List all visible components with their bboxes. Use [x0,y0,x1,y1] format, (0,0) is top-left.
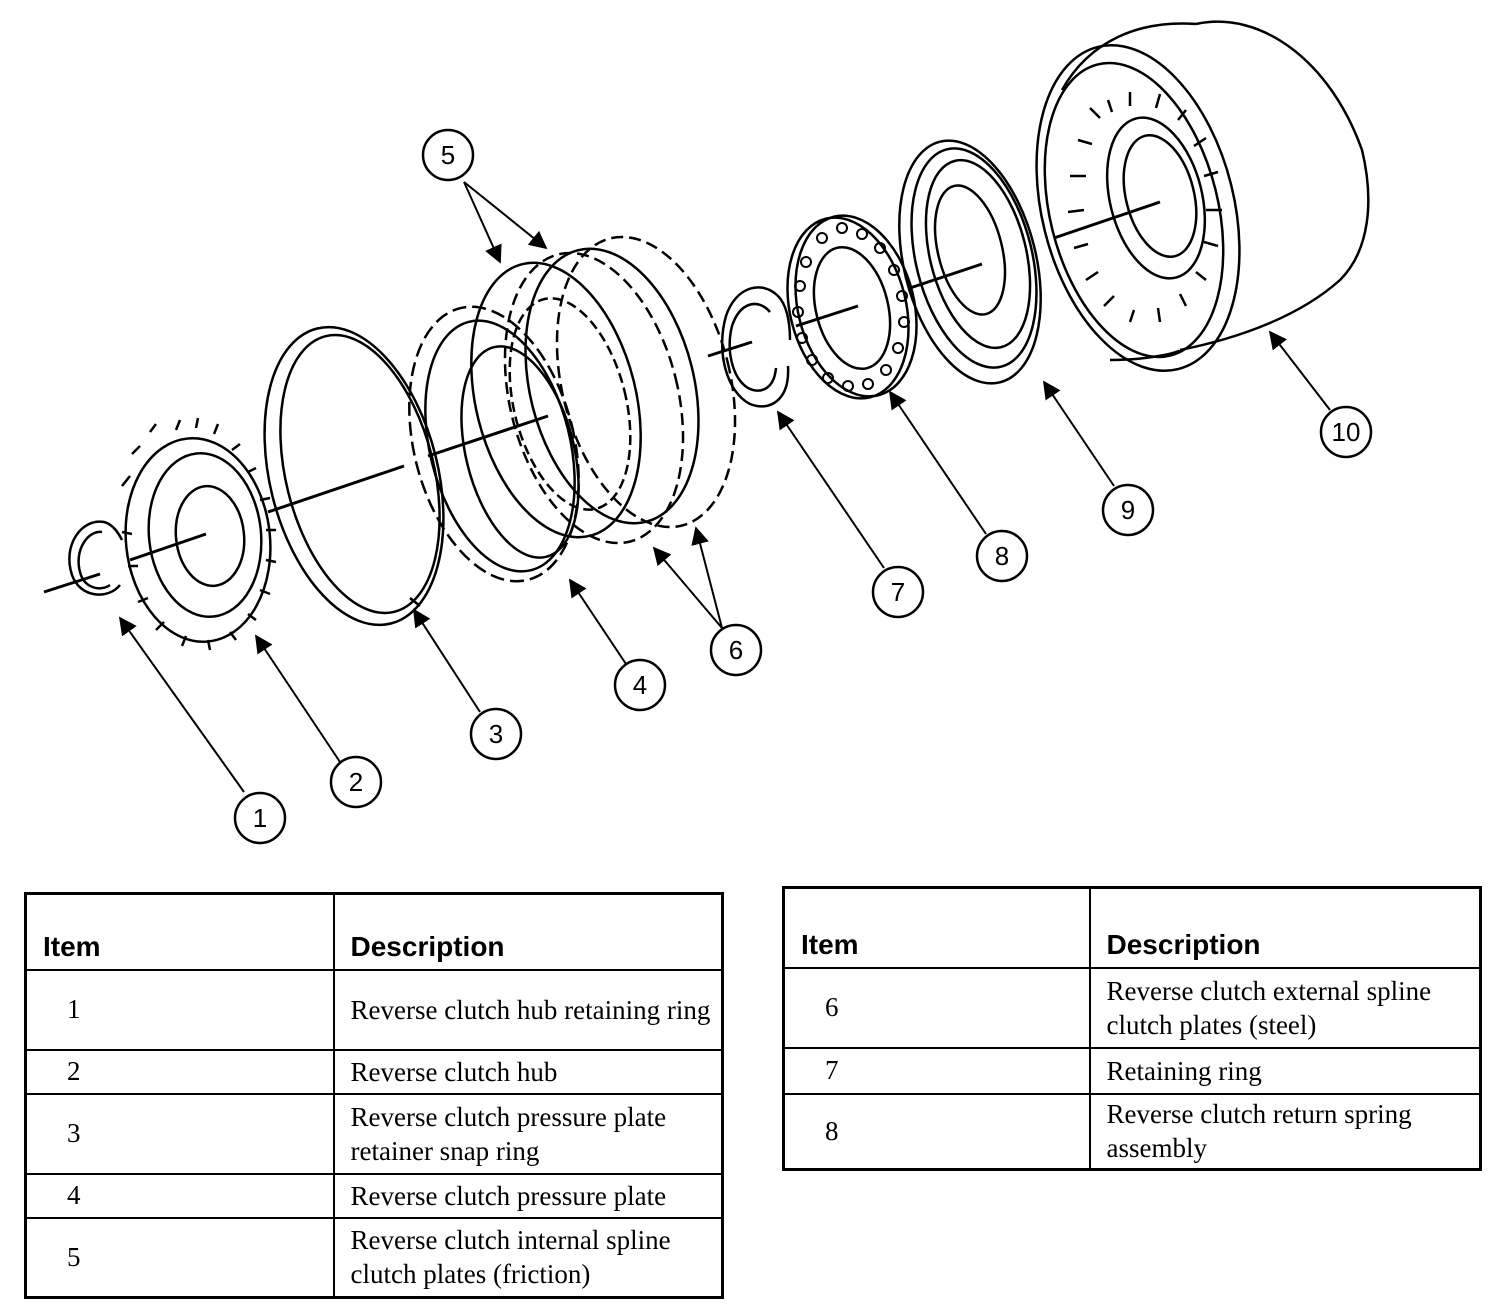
column-header-description: Description [332,892,724,971]
column-header-description: Description [1088,886,1482,969]
table-header-row: Item Description [24,892,724,971]
table-row: 3 Reverse clutch pressure plate retainer… [24,1092,724,1175]
part-snap-ring [263,325,445,627]
parts-legend-table-right: Item Description 6 Reverse clutch extern… [782,886,1482,1171]
item-description: Reverse clutch external spline clutch pl… [1088,966,1482,1049]
item-number: 1 [24,968,335,1051]
callout-label-5: 5 [441,140,455,170]
column-header-item: Item [782,886,1091,969]
callout-label-8: 8 [995,541,1009,571]
item-description: Reverse clutch hub retaining ring [332,968,724,1051]
table-row: 2 Reverse clutch hub [24,1048,724,1095]
part-steel-plates [503,235,737,545]
callout-label-1: 1 [253,803,267,833]
callout-label-6: 6 [729,635,743,665]
item-description: Reverse clutch hub [332,1048,724,1095]
callout-label-3: 3 [489,719,503,749]
exploded-view-diagram: 1 2 3 4 5 6 7 8 9 10 [43,20,1373,845]
callout-label-2: 2 [349,767,363,797]
item-description: Retaining ring [1088,1046,1482,1095]
item-number: 3 [24,1092,335,1175]
exploded-view-drawing: 1 2 3 4 5 6 7 8 9 10 [43,20,1373,845]
table-row: 1 Reverse clutch hub retaining ring [24,968,724,1051]
parts-legend-table-left: Item Description 1 Reverse clutch hub re… [24,892,724,1299]
item-description: Reverse clutch pressure plate retainer s… [332,1092,724,1175]
callout-label-4: 4 [633,670,647,700]
item-description: Reverse clutch return spring assembly [1088,1092,1482,1171]
callout-circle-2 [329,755,383,809]
item-number: 8 [782,1092,1091,1171]
table-header-row: Item Description [782,886,1482,969]
table-row: 6 Reverse clutch external spline clutch … [782,966,1482,1049]
item-description: Reverse clutch internal spline clutch pl… [332,1216,724,1299]
part-return-spring-assembly [786,214,918,400]
part-clutch-hub [121,417,277,651]
table-row: 5 Reverse clutch internal spline clutch … [24,1216,724,1299]
callout-circle-6 [709,623,763,677]
item-number: 2 [24,1048,335,1095]
column-header-item: Item [24,892,335,971]
item-number: 7 [782,1046,1091,1095]
item-description: Reverse clutch pressure plate [332,1172,724,1219]
callout-circle-10 [1319,405,1373,459]
part-hub-retaining-ring [68,520,124,596]
part-pressure-plate [408,305,580,583]
callout-leaders [118,181,1331,793]
callout-circle-7 [871,565,925,619]
callout-label-7: 7 [891,577,905,607]
part-retaining-ring [720,286,792,408]
callout-circle-1 [233,791,287,845]
callout-circle-9 [1101,483,1155,537]
table-row: 7 Retaining ring [782,1046,1482,1095]
item-number: 4 [24,1172,335,1219]
table-row: 8 Reverse clutch return spring assembly [782,1092,1482,1171]
part-friction-plates [470,247,700,539]
item-number: 5 [24,1216,335,1299]
item-number: 6 [782,966,1091,1049]
callout-label-10: 10 [1332,417,1361,447]
table-row: 4 Reverse clutch pressure plate [24,1172,724,1219]
callout-label-9: 9 [1121,495,1135,525]
part-piston [898,139,1042,385]
callout-circle-5 [421,128,475,182]
callout-circle-8 [975,529,1029,583]
callout-circle-4 [613,658,667,712]
part-clutch-cylinder [1035,20,1370,372]
callout-circle-3 [469,707,523,761]
